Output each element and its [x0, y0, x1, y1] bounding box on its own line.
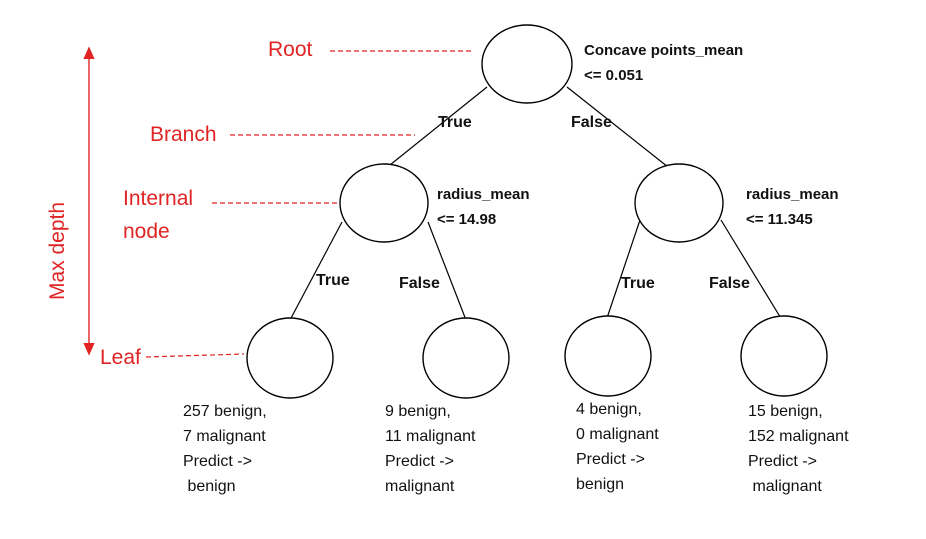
leaf-node-4	[740, 315, 828, 397]
leaf-1-line-3: Predict ->	[183, 453, 252, 470]
edge-label-root-true: True	[438, 114, 472, 131]
left-condition-feature: radius_mean	[437, 186, 530, 203]
edge-left-leaf2	[427, 221, 467, 321]
leaf-1-line-1: 257 benign,	[183, 403, 267, 420]
right-condition-feature: radius_mean	[746, 186, 839, 203]
root-node	[481, 24, 573, 104]
edge-label-left-true: True	[316, 272, 350, 289]
leaf-1-line-4: benign	[183, 478, 236, 495]
annotation-leaf-label: Leaf	[100, 346, 141, 369]
leaf-1-line-2: 7 malignant	[183, 428, 266, 445]
root-condition-threshold: <= 0.051	[584, 67, 643, 84]
annotation-leaf-pointer	[145, 353, 245, 358]
leaf-2-line-3: Predict ->	[385, 453, 454, 470]
edge-left-leaf1	[289, 221, 343, 321]
internal-node-right	[634, 163, 724, 243]
leaf-node-3	[564, 315, 652, 397]
internal-node-left	[339, 163, 429, 243]
leaf-3-line-4: benign	[576, 476, 624, 493]
leaf-4-line-3: Predict ->	[748, 453, 817, 470]
annotation-root-label: Root	[268, 38, 313, 61]
leaf-3-line-2: 0 malignant	[576, 426, 659, 443]
leaf-2-line-2: 11 malignant	[385, 428, 476, 445]
leaf-4-line-1: 15 benign,	[748, 403, 823, 420]
edge-right-leaf4	[720, 219, 783, 321]
leaf-2-line-4: malignant	[385, 478, 455, 495]
edge-right-leaf3	[606, 219, 641, 319]
leaf-4-line-4: malignant	[748, 478, 822, 495]
root-condition-feature: Concave points_mean	[584, 42, 743, 59]
leaf-3-line-1: 4 benign,	[576, 401, 642, 418]
edge-label-right-true: True	[621, 275, 655, 292]
leaf-node-2	[422, 317, 510, 399]
annotation-internal-node-label-1: Internal	[123, 187, 193, 210]
annotation-branch-label: Branch	[150, 123, 217, 146]
left-condition-threshold: <= 14.98	[437, 211, 496, 228]
right-condition-threshold: <= 11.345	[746, 211, 813, 228]
annotation-max-depth-label: Max depth	[46, 202, 69, 300]
edge-root-right	[566, 86, 669, 168]
edge-label-root-false: False	[571, 114, 612, 131]
annotation-internal-node-label-2: node	[123, 220, 170, 243]
leaf-3-line-3: Predict ->	[576, 451, 645, 468]
edge-label-left-false: False	[399, 275, 440, 292]
leaf-node-1	[246, 317, 334, 399]
leaf-2-line-1: 9 benign,	[385, 403, 451, 420]
edge-label-right-false: False	[709, 275, 750, 292]
leaf-4-line-2: 152 malignant	[748, 428, 849, 445]
edge-root-left	[384, 86, 488, 170]
